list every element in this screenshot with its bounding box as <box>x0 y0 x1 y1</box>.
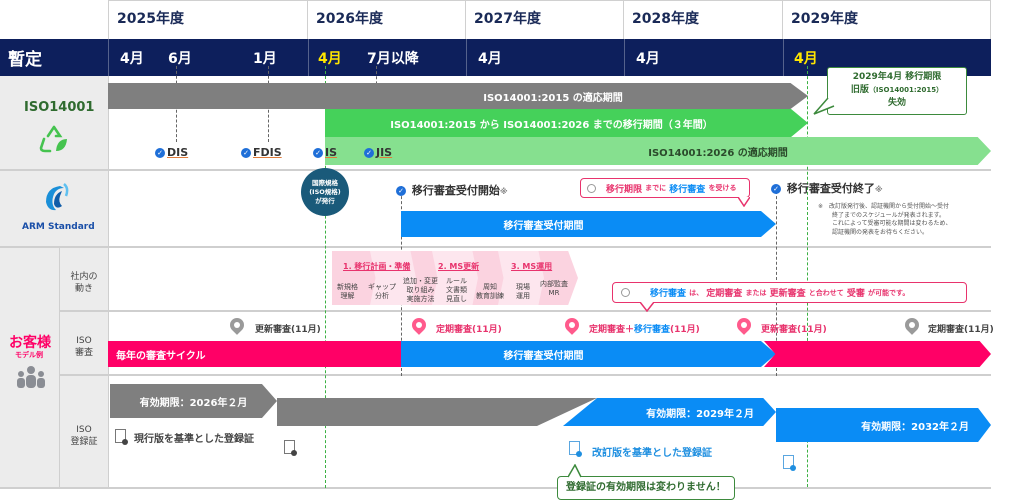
iso14001-label: ISO14001 <box>24 100 95 115</box>
transition-end-line <box>776 186 777 376</box>
phase-2: 2. MS更新 <box>438 262 480 271</box>
month-label: 1月 <box>253 51 277 67</box>
transition-accept-period-bar: 移行審査受付期間 <box>401 211 776 237</box>
step-rules: ルール文書類見直し <box>446 277 467 303</box>
step-chevron <box>370 251 416 305</box>
check-icon: ✓ <box>396 186 406 196</box>
arm-standard-logo-text: ARM Standard <box>22 222 95 232</box>
periodic-plus-transition-audit-2027: 定期審査＋移行審査(11月) <box>589 325 700 335</box>
iso2026-period-bar: ISO14001:2026 の適応期間 <box>325 137 991 165</box>
iso2015-period-bar: ISO14001:2015 の適応期間 <box>108 83 808 109</box>
phase-3: 3. MS運用 <box>511 262 553 271</box>
year-2029: 2029年度 <box>783 0 991 40</box>
revised-certificate-icon <box>783 455 796 471</box>
transition-deadline-callout: 移行期限 までに 移行審査 を受ける <box>580 178 750 198</box>
renewal-audit-2025: 更新審査(11月) <box>255 325 321 335</box>
audit-post-transition-bar <box>764 341 991 367</box>
certificate-icon <box>284 440 297 456</box>
year-2026: 2026年度 <box>308 0 466 40</box>
check-icon: ✓ <box>771 184 781 194</box>
month-label-highlight: 4月 <box>794 51 818 67</box>
location-pin-icon <box>734 315 754 335</box>
check-icon: ✓ <box>241 148 251 158</box>
cert-expiry-2026-bar: 有効期限：2026年２月 <box>110 384 277 418</box>
revised-certificate-icon <box>569 441 582 457</box>
periodic-audit-2026: 定期審査(11月) <box>436 325 502 335</box>
internal-label: 社内の動き <box>70 272 98 294</box>
validity-unchanged-callout: 登録証の有効期限は変わりません！ <box>557 476 735 500</box>
month-bar <box>0 39 991 76</box>
audit-combination-callout: 移行審査 は、 定期審査 または 更新審査 と合わせて 受審 が可能です。 <box>612 282 967 303</box>
milestone-is: ✓IS <box>313 146 337 159</box>
callout-tail <box>813 98 835 115</box>
location-pin-icon <box>902 315 922 335</box>
milestone-fdis: ✓FDIS <box>241 146 282 159</box>
year-label: 2028年度 <box>632 11 699 27</box>
april-2029-guide-line-lower <box>807 425 808 487</box>
arm-logo-icon <box>46 183 69 211</box>
milestone-jis: ✓JIS <box>364 146 392 159</box>
april-2029-guide-line <box>807 66 808 356</box>
location-pin-icon <box>562 315 582 335</box>
step-chevron <box>498 251 544 305</box>
revised-version-cert-label: 改訂版を基準とした登録証 <box>592 448 712 459</box>
cert-expiry-2032-bar: 有効期限：2032年２月 <box>776 408 991 442</box>
year-label: 2025年度 <box>117 11 184 27</box>
month-label: 6月 <box>168 51 192 67</box>
year-2028: 2028年度 <box>624 0 783 40</box>
annual-audit-cycle-bar: 毎年の審査サイクル <box>108 341 401 367</box>
step-training: 周知教育訓練 <box>476 283 504 300</box>
iso-published-badge: 国際規格(ISO規格)が発行 <box>301 168 349 216</box>
step-field-operation: 現場運用 <box>516 283 530 300</box>
audit-transition-period-bar: 移行審査受付期間 <box>401 341 776 367</box>
year-2027: 2027年度 <box>466 0 624 40</box>
location-pin-icon <box>227 315 247 335</box>
customer-label: お客様 <box>9 335 51 351</box>
cert-expiry-2029-bar: 有効期限：2029年２月 <box>563 398 776 426</box>
provisional-label: 暫定 <box>8 50 42 70</box>
transition-end-label: ✓ 移行審査受付終了※ <box>771 180 883 196</box>
current-version-cert-label: 現行版を基準とした登録証 <box>134 434 254 445</box>
step-new-standard: 新規格理解 <box>337 283 358 300</box>
people-icon <box>17 366 45 388</box>
month-label: 4月 <box>120 51 144 67</box>
month-label: 4月 <box>478 51 502 67</box>
step-chevron <box>432 251 478 305</box>
callout-tail <box>738 197 750 207</box>
renewal-audit-2028: 更新審査(11月) <box>761 325 827 335</box>
schedule-note: ※ 改訂版発行後、認証機関から受付開始～受付 終了までのスケジュールが発表されま… <box>818 203 952 236</box>
certificate-icon <box>115 429 128 445</box>
year-label: 2026年度 <box>316 11 383 27</box>
cert-extension-gray-slant <box>397 398 597 426</box>
side-column <box>0 76 108 488</box>
month-label-highlight: 4月 <box>318 51 342 67</box>
month-label: 7月以降 <box>367 51 419 67</box>
periodic-audit-2029: 定期審査(11月) <box>928 325 994 335</box>
phase-1: 1. 移行計画・準備 <box>343 262 411 271</box>
check-icon: ✓ <box>364 148 374 158</box>
check-icon: ✓ <box>155 148 165 158</box>
model-example-label: モデル例 <box>15 351 43 359</box>
search-icon <box>621 288 630 297</box>
search-icon <box>587 183 596 193</box>
check-icon: ✓ <box>313 148 323 158</box>
step-gap-analysis: ギャップ分析 <box>368 283 396 300</box>
transition-start-label: ✓ 移行審査受付開始※ <box>396 182 508 198</box>
callout-tail <box>640 302 654 312</box>
recycle-leaf-icon <box>39 125 67 153</box>
transition-period-bar: ISO14001:2015 から ISO14001:2026 までの移行期間（３… <box>325 109 808 137</box>
step-additions: 追加・変更取り組み実施方法 <box>403 277 438 303</box>
april-2026-guide-line <box>325 66 326 488</box>
month-label: 4月 <box>636 51 660 67</box>
deadline-callout: 2029年4月 移行期限 旧版（ISO14001:2015） 失効 <box>827 67 967 115</box>
year-label: 2029年度 <box>791 11 858 27</box>
year-2025: 2025年度 <box>108 0 308 40</box>
milestone-dis: ✓DIS <box>155 146 188 159</box>
year-label: 2027年度 <box>474 11 541 27</box>
callout-tail <box>568 464 582 478</box>
location-pin-icon <box>409 315 429 335</box>
